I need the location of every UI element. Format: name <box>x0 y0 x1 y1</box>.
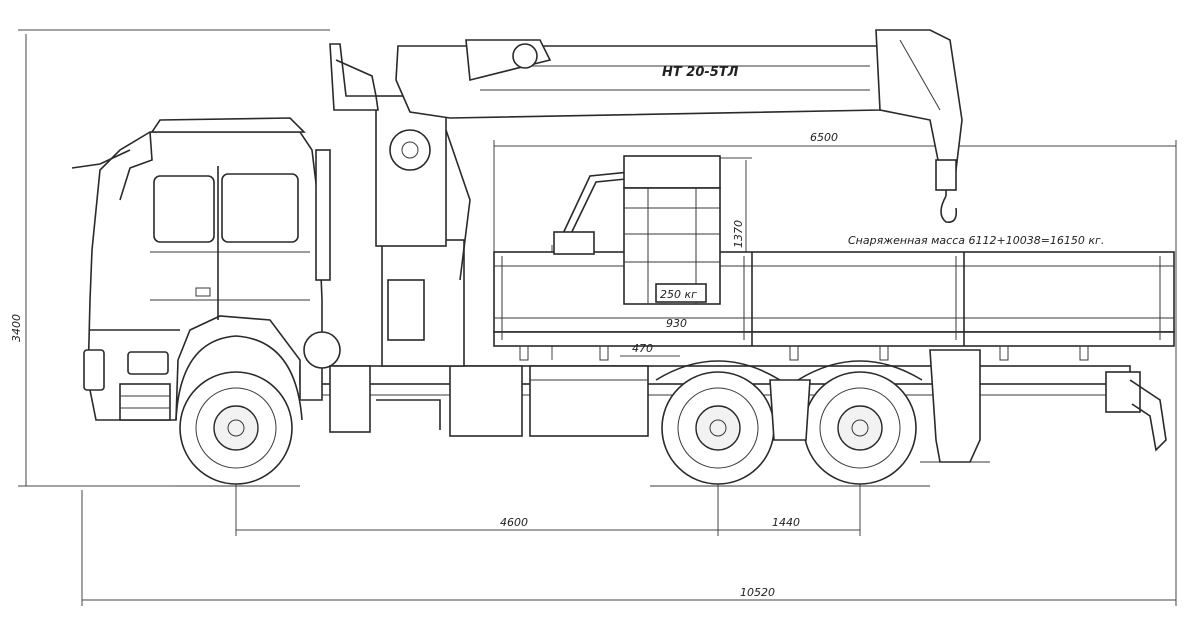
crane-model-label: НТ 20-5ТЛ <box>662 65 739 80</box>
dim-crane-reach: 6500 <box>810 131 838 144</box>
dim-wheelbase-rear: 1440 <box>772 516 800 529</box>
basket-load-label: 250 кг <box>660 288 697 301</box>
side-equipment <box>303 331 649 437</box>
dim-basket-offset: 470 <box>632 342 653 355</box>
dim-height: 3400 <box>10 314 23 342</box>
dim-overall-length: 10520 <box>740 586 775 599</box>
front-wheel <box>175 335 303 485</box>
annotation-labels: НТ 20-5ТЛ Снаряженная масса 6112+10038=1… <box>660 65 1104 301</box>
truck-cab <box>71 117 331 421</box>
crane-column <box>329 43 981 463</box>
curb-mass-label: Снаряженная масса 6112+10038=16150 кг. <box>848 234 1104 247</box>
aerial-basket <box>553 155 721 305</box>
rear-wheels <box>655 360 923 485</box>
flatbed <box>493 251 1175 361</box>
dimension-labels: 6500 3400 1370 930 470 4600 1440 10520 <box>10 131 838 599</box>
dim-basket-width: 930 <box>666 317 687 330</box>
crane-boom <box>395 29 963 224</box>
dim-basket-height: 1370 <box>732 220 745 248</box>
dim-wheelbase-front: 4600 <box>500 516 528 529</box>
dimension-lines <box>18 29 1177 606</box>
